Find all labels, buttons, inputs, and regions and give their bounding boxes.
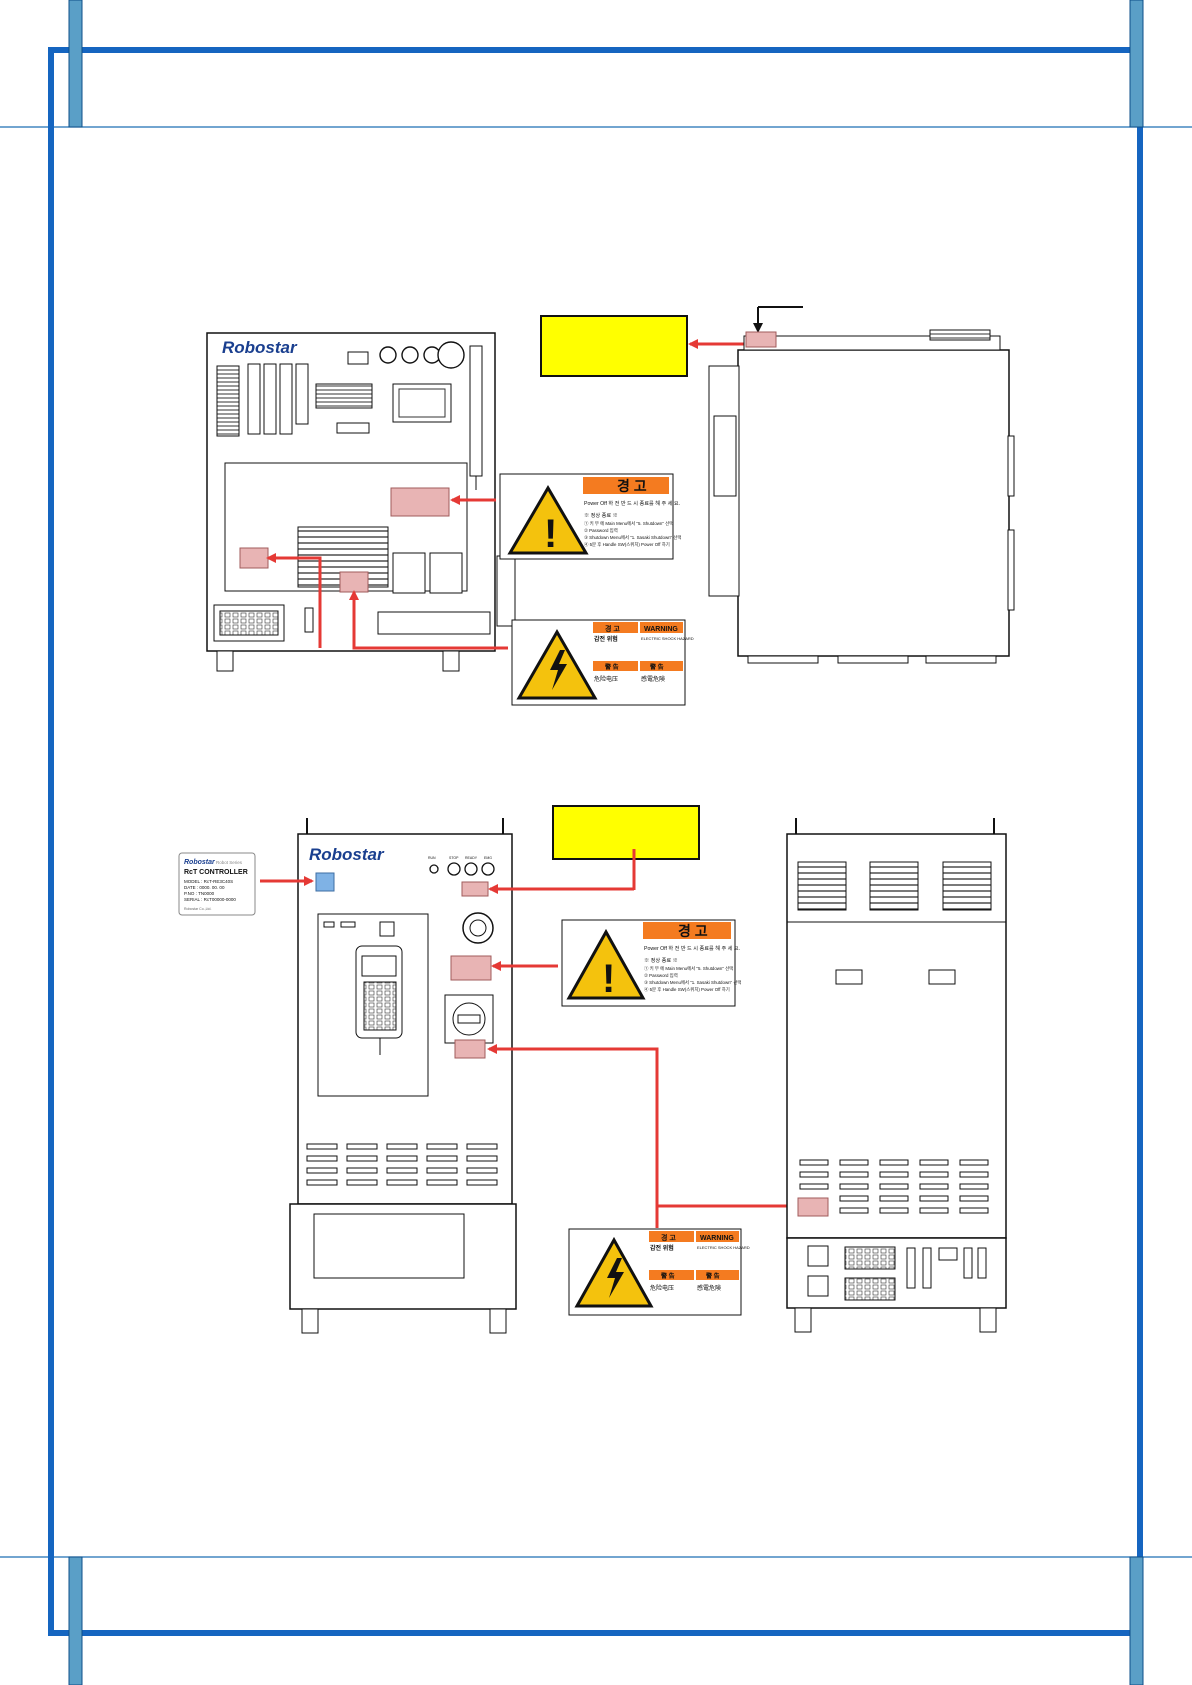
svg-text:警 告: 警 告 (660, 1272, 675, 1280)
svg-text:警 告: 警 告 (604, 663, 619, 671)
svg-text:ELECTRIC SHOCK HAZARD: ELECTRIC SHOCK HAZARD (641, 636, 694, 641)
svg-text:STOP: STOP (449, 856, 459, 860)
svg-text:※ 정상 종료 ※: ※ 정상 종료 ※ (644, 956, 678, 964)
label-spot-bottom-1 (461, 881, 489, 897)
callout-arrows-bottom (260, 876, 799, 1228)
warning-label-poweroff-top: ! 경 고 Power Off 하 전 반 드 시 종료를 해 주 세 요. ※… (499, 473, 681, 560)
svg-text:① 키 무 에 Main Menu에서 "5. Shutdo: ① 키 무 에 Main Menu에서 "5. Shutdown" 선택 (584, 520, 673, 527)
svg-text:경 고: 경 고 (605, 624, 620, 633)
svg-text:!: ! (544, 512, 557, 556)
top-side-view (708, 329, 1015, 664)
svg-text:感電危険: 感電危険 (697, 1284, 721, 1292)
svg-text:※ 정상 종료 ※: ※ 정상 종료 ※ (584, 511, 618, 519)
warning-label-shock-bottom: 경 고 WARNING 감전 위험 ELECTRIC SHOCK HAZARD … (568, 1228, 750, 1316)
svg-text:RUN: RUN (428, 856, 436, 860)
svg-text:경 고: 경 고 (617, 478, 647, 494)
svg-text:② Password 입력: ② Password 입력 (584, 527, 618, 534)
svg-text:Power Off 하 전 반 드 시 종료를 해 주 세: Power Off 하 전 반 드 시 종료를 해 주 세 요. (584, 499, 680, 507)
svg-text:경 고: 경 고 (661, 1233, 676, 1242)
label-spot-top-2 (239, 547, 269, 569)
svg-text:③ Shutdown Menu에서 "1. Sasaki S: ③ Shutdown Menu에서 "1. Sasaki Shutdown" 선… (584, 534, 681, 541)
nameplate-label: Robostar Robot Series RcT CONTROLLER MOD… (178, 852, 256, 916)
label-spot-nameplate (315, 872, 335, 892)
svg-text:감전 위험: 감전 위험 (594, 635, 618, 643)
svg-text:DATE : 0000. 00. 00: DATE : 0000. 00. 00 (184, 885, 225, 890)
svg-text:EMG: EMG (484, 856, 492, 860)
label-spot-top-3 (339, 571, 369, 593)
label-placeholder-box-bottom (552, 805, 700, 860)
svg-text:경 고: 경 고 (678, 923, 708, 939)
brand-logo: Robostar (222, 338, 298, 357)
svg-text:WARNING: WARNING (700, 1235, 734, 1242)
svg-text:② Password 입력: ② Password 입력 (644, 972, 678, 979)
corner-tab-tl (68, 0, 83, 128)
svg-text:① 키 무 에 Main Menu에서 "5. Shutdo: ① 키 무 에 Main Menu에서 "5. Shutdown" 선택 (644, 965, 733, 972)
bottom-rear-view (786, 818, 1007, 1333)
svg-text:④ 5분 후 Handle SW(스위치) Power Of: ④ 5분 후 Handle SW(스위치) Power Off 하기 (584, 541, 670, 548)
corner-tab-tr (1129, 0, 1144, 128)
label-spot-top-1 (390, 487, 450, 517)
svg-text:Robot Series: Robot Series (216, 860, 243, 865)
svg-text:WARNING: WARNING (644, 626, 678, 633)
svg-text:MODEL : RcT-RE3C40S: MODEL : RcT-RE3C40S (184, 879, 233, 884)
warning-label-poweroff-bottom: ! 경 고 Power Off 하 전 반 드 시 종료를 해 주 세 요. ※… (561, 919, 741, 1007)
svg-text:RcT CONTROLLER: RcT CONTROLLER (184, 869, 248, 876)
svg-text:Robostar: Robostar (184, 859, 216, 866)
svg-text:警 告: 警 告 (705, 1272, 720, 1280)
svg-text:Robostar: Robostar (309, 845, 385, 864)
label-placeholder-box-top (540, 315, 688, 377)
label-spot-top-side (745, 331, 777, 348)
svg-text:감전 위험: 감전 위험 (650, 1244, 674, 1252)
svg-text:P.NO : TN0000: P.NO : TN0000 (184, 891, 215, 896)
label-spot-rear (797, 1197, 829, 1217)
corner-tab-br (1129, 1556, 1144, 1685)
warning-label-shock-top: 경 고 WARNING 감전 위험 ELECTRIC SHOCK HAZARD … (511, 619, 694, 706)
svg-text:READY: READY (465, 856, 478, 860)
svg-text:Power Off 하 전 반 드 시 종료를 해 주 세: Power Off 하 전 반 드 시 종료를 해 주 세 요. (644, 944, 740, 952)
svg-text:警 告: 警 告 (649, 663, 664, 671)
svg-text:③ Shutdown Menu에서 "1. Sasaki S: ③ Shutdown Menu에서 "1. Sasaki Shutdown" 선… (644, 979, 741, 986)
svg-text:ELECTRIC SHOCK HAZARD: ELECTRIC SHOCK HAZARD (697, 1245, 750, 1250)
svg-text:SERIAL : RcT00000-0000: SERIAL : RcT00000-0000 (184, 897, 236, 902)
svg-text:④ 5분 후 Handle SW(스위치) Power Of: ④ 5분 후 Handle SW(스위치) Power Off 하기 (644, 986, 730, 993)
svg-text:Robostar Co.,Ltd.: Robostar Co.,Ltd. (184, 907, 211, 911)
bottom-front-view: Robostar RUN STOP READY EMG (289, 818, 517, 1334)
svg-text:危险电压: 危险电压 (650, 1284, 674, 1292)
svg-text:危险电压: 危险电压 (594, 675, 618, 683)
label-spot-bottom-2 (450, 955, 492, 981)
corner-tab-bl (68, 1556, 83, 1685)
svg-text:感電危険: 感電危険 (641, 675, 665, 683)
svg-text:!: ! (602, 957, 615, 1001)
label-spot-bottom-3 (454, 1039, 486, 1059)
top-front-view: Robostar (206, 332, 516, 672)
